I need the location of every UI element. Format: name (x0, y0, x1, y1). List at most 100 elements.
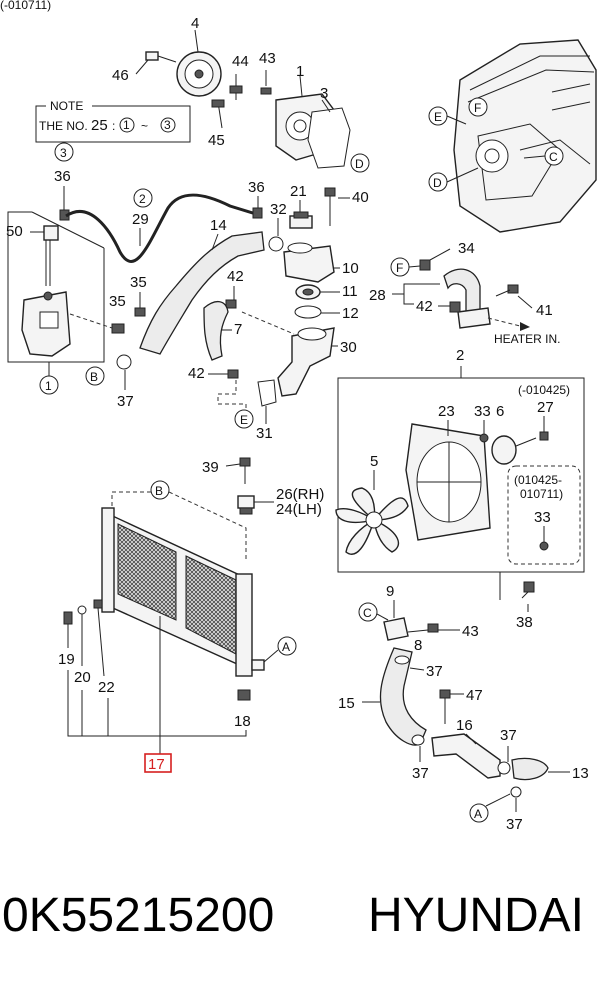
circle-F1-label: F (474, 101, 481, 115)
callout-37e: 37 (506, 816, 523, 833)
callout-37d: 37 (500, 727, 517, 744)
callout-9: 9 (386, 583, 394, 600)
note-range-to: 3 (164, 118, 171, 132)
callout-20: 20 (74, 669, 91, 686)
circle-c3-label: 3 (60, 146, 67, 160)
water-outlet-30 (277, 327, 335, 397)
circle-F-engine (468, 97, 488, 117)
callout-26: 26(RH) (276, 486, 324, 503)
callout-6: 6 (496, 403, 504, 420)
circle-B2-label: B (155, 484, 163, 498)
clamp-37b (394, 655, 410, 665)
bolt-44 (229, 74, 243, 100)
circle-D2-label: D (433, 176, 442, 190)
circle-C-hose (358, 602, 378, 622)
callout-12: 12 (342, 305, 359, 322)
callout-19: 19 (58, 651, 75, 668)
callout-17[interactable]: 17 (148, 756, 165, 773)
circle-F2-label: F (396, 261, 403, 275)
bolt-35 (134, 307, 146, 317)
callout-7: 7 (234, 321, 242, 338)
callout-50: 50 (6, 223, 23, 240)
circle-A-hose (469, 803, 489, 823)
circle-A1-label: A (282, 640, 290, 654)
callout-4: 4 (191, 15, 199, 32)
thermostat-11 (295, 284, 321, 300)
gasket-8 (427, 623, 439, 633)
fan-date-a: (-010425) (518, 383, 570, 397)
circle-C2-label: C (363, 606, 372, 620)
callout-43b: 43 (462, 623, 479, 640)
callout-22: 22 (98, 679, 115, 696)
callout-40: 40 (352, 189, 369, 206)
callout-15: 15 (338, 695, 355, 712)
callout-24: 24(LH) (276, 501, 322, 518)
callout-39: 39 (202, 459, 219, 476)
callout-29: 29 (132, 211, 149, 228)
callout-32: 32 (270, 201, 287, 218)
bypass-hose-7 (203, 301, 229, 361)
circle-E-hose (234, 409, 254, 429)
callout-47: 47 (466, 687, 483, 704)
connector-27 (539, 431, 549, 441)
callout-36-left: 36 (54, 168, 71, 185)
upper-radiator-hose (139, 231, 265, 355)
clamp-42c (449, 301, 461, 313)
callout-37b: 37 (426, 663, 443, 680)
callout-3: 3 (320, 85, 328, 102)
engine-block (453, 39, 597, 233)
circle-B-radiator (150, 480, 170, 500)
callout-42c: 42 (416, 298, 433, 315)
bolt-43 (260, 70, 272, 95)
nut-33 (479, 433, 489, 443)
fan-option-box (507, 465, 581, 565)
callout-5: 5 (370, 453, 378, 470)
reservoir-cap (43, 225, 59, 286)
hose-13 (511, 757, 549, 781)
callout-1: 1 (296, 63, 304, 80)
bolt-47 (439, 689, 451, 724)
note-sep: : (112, 119, 115, 133)
gasket-31 (257, 379, 277, 407)
thermostat-housing-10 (283, 242, 335, 283)
callout-10: 10 (342, 260, 359, 277)
note-range-from: 1 (123, 118, 130, 132)
circle-D-left (350, 153, 370, 173)
circle-E2-label: E (240, 413, 248, 427)
circle-3-reservoir (54, 142, 74, 162)
callout-46: 46 (112, 67, 129, 84)
callout-37c: 37 (412, 765, 429, 782)
cooling-fan-5 (335, 487, 409, 555)
callout-33b: 33 (534, 509, 551, 526)
callout-41: 41 (536, 302, 553, 319)
callout-35-left: 35 (109, 293, 126, 310)
bolt-41 (495, 284, 533, 309)
callout-37a: 37 (117, 393, 134, 410)
bolt-45 (211, 99, 225, 129)
radiator-17 (101, 507, 265, 677)
water-pump-gasket (307, 99, 351, 169)
brand-name: HYUNDAI (367, 889, 584, 942)
note-number: 25 (91, 117, 108, 134)
callout-28: 28 (369, 287, 386, 304)
reservoir-tank (21, 291, 71, 357)
callout-34: 34 (458, 240, 475, 257)
circle-c2-label: 2 (139, 192, 146, 206)
circle-C1-label: C (549, 150, 558, 164)
fan-shroud (405, 423, 491, 541)
heater-arrow (520, 322, 530, 331)
callout-14: 14 (210, 217, 227, 234)
circle-B1-label: B (90, 370, 98, 384)
callout-2: 2 (456, 347, 464, 364)
gasket-32 (268, 236, 284, 252)
callout-11: 11 (342, 283, 358, 300)
circle-A-radiator (277, 636, 297, 656)
callout-38: 38 (516, 614, 533, 631)
callout-31: 31 (256, 425, 273, 442)
callout-33: 33 (474, 403, 491, 420)
radiator-cap-21 (289, 211, 313, 229)
heater-pipe (457, 307, 491, 329)
cock-22 (93, 599, 103, 609)
bracket-24-26 (237, 495, 255, 515)
clamp-37c (411, 734, 425, 746)
